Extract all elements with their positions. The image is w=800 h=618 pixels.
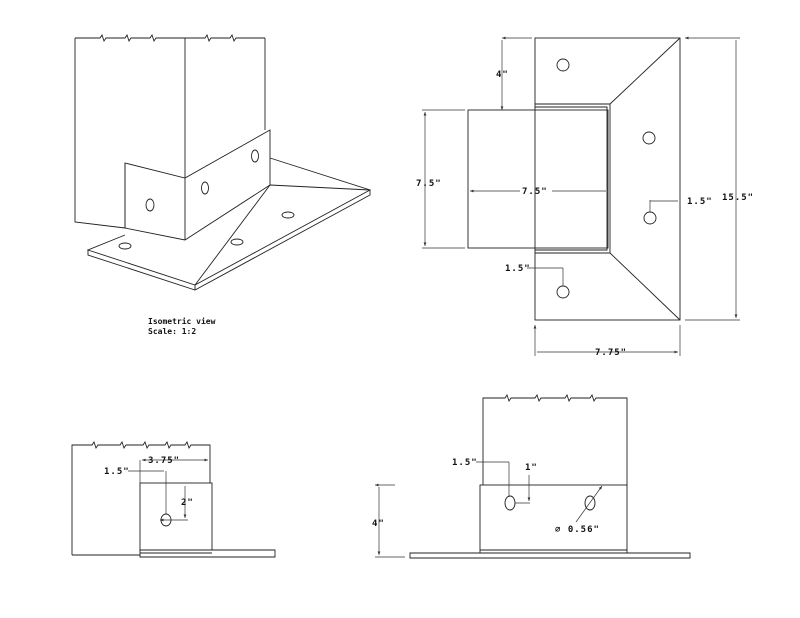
dim-side-hole-height: 2" — [181, 498, 194, 508]
dim-overall-length: 15.5" — [722, 193, 754, 203]
view-caption: Isometric view — [148, 316, 216, 326]
side-view: 3.75" 1.5" 2" — [71, 440, 276, 558]
dim-post-width: 7.5" — [522, 187, 548, 197]
scale-label: Scale: 1:2 — [148, 327, 196, 336]
dim-side-hole-offset: 1.5" — [104, 467, 130, 477]
dim-side-width: 3.75" — [148, 456, 180, 466]
dim-front-hole-offset: 1.5" — [452, 458, 478, 468]
dim-hole-edge-right: 1.5" — [687, 197, 713, 207]
dim-offset-top: 4" — [496, 70, 509, 80]
dim-front-hole-drop: 1" — [525, 463, 538, 473]
plan-view: 4" 7.5" 7.5" 1.5" 15.5" 1.5" 7.75" — [416, 38, 754, 358]
dim-hole-diameter: ∅ 0.56" — [555, 525, 600, 535]
dim-front-height: 4" — [372, 519, 385, 529]
dim-overall-width: 7.75" — [595, 348, 627, 358]
dim-hole-edge-left: 1.5" — [505, 264, 531, 274]
dim-post-depth: 7.5" — [416, 179, 442, 189]
isometric-view: Isometric view Scale: 1:2 — [74, 33, 372, 336]
front-view: 1.5" 1" 4" ∅ 0.56" — [372, 393, 691, 558]
